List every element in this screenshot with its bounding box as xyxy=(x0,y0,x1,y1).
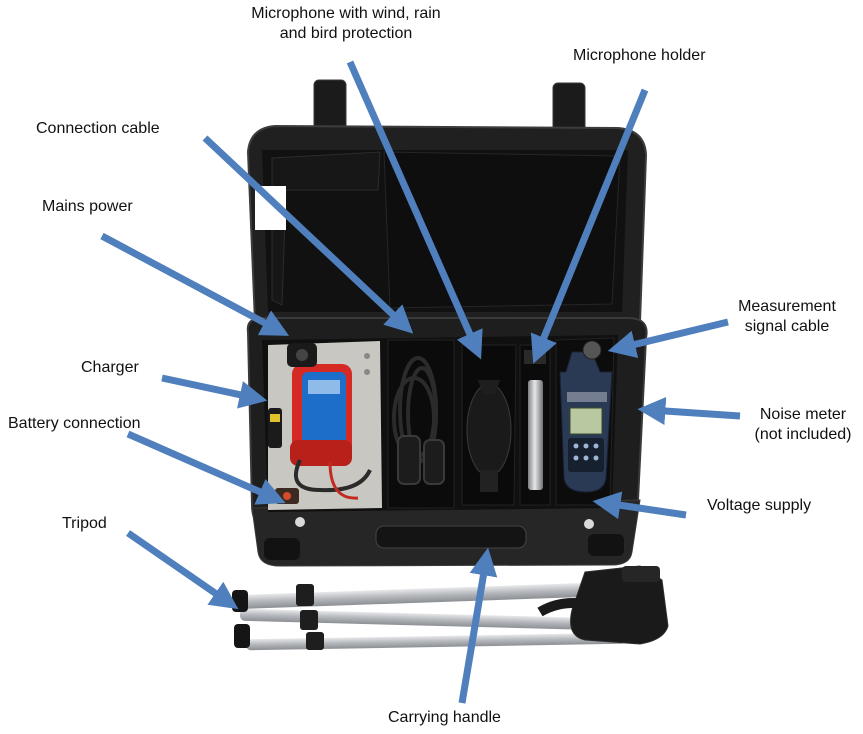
microphone-windscreen xyxy=(466,380,512,492)
arrow-measurement-signal-cable xyxy=(607,318,729,359)
label-measurement-signal-cable: Measurement signal cable xyxy=(722,297,852,337)
arrow-charger xyxy=(161,374,268,409)
arrow-tripod xyxy=(126,530,239,610)
arrow-mains-power xyxy=(100,232,290,336)
label-measurement-signal-cable-line1: Measurement xyxy=(738,298,836,315)
label-microphone-protection: Microphone with wind, rain and bird prot… xyxy=(236,4,456,44)
arrow-connection-cable xyxy=(202,135,414,334)
label-microphone-protection-line1: Microphone with wind, rain xyxy=(251,5,441,22)
arrow-microphone-holder xyxy=(530,88,649,364)
front-handle xyxy=(375,525,527,549)
arrow-noise-meter xyxy=(637,397,741,425)
label-voltage-supply: Voltage supply xyxy=(707,497,812,514)
label-noise-meter: Noise meter (not included) xyxy=(744,405,862,445)
connection-cable-coil xyxy=(392,356,445,485)
noise-meter xyxy=(559,340,613,493)
label-battery-connection: Battery connection xyxy=(8,415,141,432)
label-connection-cable: Connection cable xyxy=(36,120,160,137)
callout-arrows xyxy=(100,60,741,704)
label-measurement-signal-cable-line2: signal cable xyxy=(744,318,830,335)
signal-cable-connector xyxy=(582,340,602,360)
label-microphone-holder: Microphone holder xyxy=(573,47,706,64)
label-tripod: Tripod xyxy=(62,515,107,532)
tripod xyxy=(232,565,669,651)
charger xyxy=(268,343,372,504)
arrow-carrying-handle xyxy=(458,547,498,704)
label-charger: Charger xyxy=(81,359,139,376)
label-carrying-handle: Carrying handle xyxy=(388,709,501,726)
label-mains-power: Mains power xyxy=(42,198,133,215)
arrow-microphone-protection xyxy=(346,60,483,360)
label-noise-meter-line2: (not included) xyxy=(754,426,852,443)
arrow-battery-connection xyxy=(126,430,286,505)
arrow-voltage-supply xyxy=(592,491,687,520)
label-noise-meter-line1: Noise meter xyxy=(759,406,847,423)
lid-latch-left xyxy=(313,79,347,133)
label-microphone-protection-line2: and bird protection xyxy=(279,25,413,42)
